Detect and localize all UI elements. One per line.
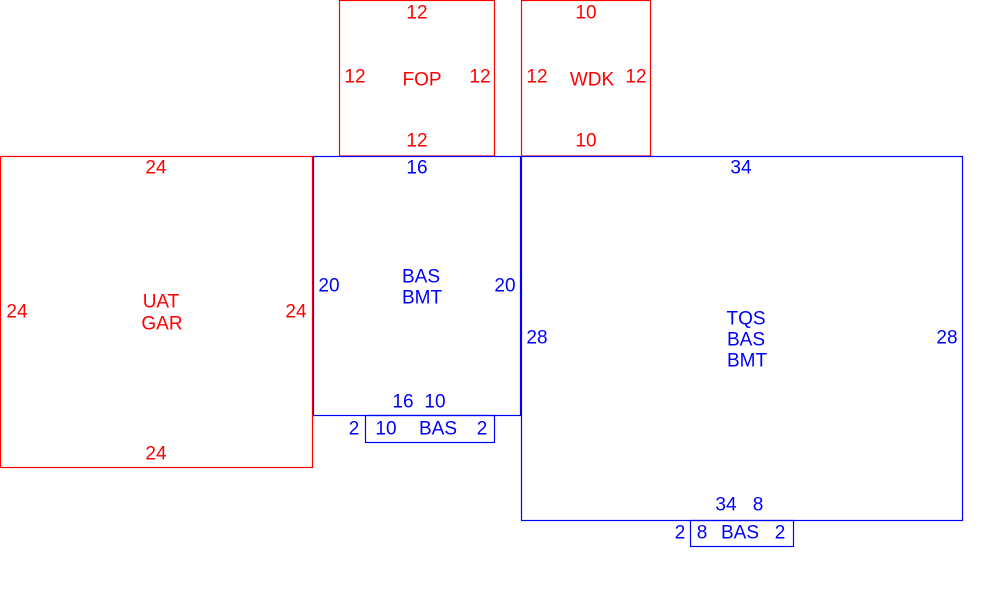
tqs-right-dim: 28 xyxy=(936,328,957,349)
bas-bmt-right-dim: 20 xyxy=(494,276,515,297)
bas-small-2-top-dim: 8 xyxy=(697,523,708,544)
wdk-left-dim: 12 xyxy=(526,67,547,88)
fop-label: FOP xyxy=(402,70,441,91)
bas-small-2-right-dim: 2 xyxy=(775,523,786,544)
garage-bottom-dim: 24 xyxy=(145,444,167,465)
tqs-top-dim: 34 xyxy=(730,158,752,179)
fop-top-dim: 12 xyxy=(406,3,427,24)
tqs-bottom-dim-b: 8 xyxy=(753,495,764,516)
bas-bmt-left-dim: 20 xyxy=(318,276,339,297)
bas-small-1-label: BAS xyxy=(419,419,457,440)
bas-small-1-top-dim: 10 xyxy=(375,419,396,440)
wdk-label: WDK xyxy=(570,70,615,91)
tqs-left-dim: 28 xyxy=(526,328,547,349)
bas-small-1-left-dim: 2 xyxy=(349,419,360,440)
wdk-top-dim: 10 xyxy=(575,3,596,24)
bas-small-1-right-dim: 2 xyxy=(477,419,488,440)
garage-top-dim: 24 xyxy=(145,158,167,179)
garage-outline xyxy=(0,155,314,469)
garage-left-dim: 24 xyxy=(6,302,28,323)
bas-small-1-outline xyxy=(364,414,496,444)
bas-bmt-bottom-dim-a: 16 xyxy=(392,392,413,413)
tqs-bottom-dim-a: 34 xyxy=(715,495,737,516)
garage-right-dim: 24 xyxy=(285,302,307,323)
fop-right-dim: 12 xyxy=(469,67,490,88)
tqs-label-2: BAS xyxy=(727,330,765,351)
bas-bmt-label-1: BAS xyxy=(402,267,440,288)
bas-bmt-top-dim: 16 xyxy=(406,158,427,179)
bas-small-2-label: BAS xyxy=(721,523,759,544)
bas-small-2-outline xyxy=(689,519,795,548)
bas-bmt-label-2: BMT xyxy=(402,288,443,309)
fop-left-dim: 12 xyxy=(344,67,365,88)
garage-label-1: UAT xyxy=(143,292,180,313)
garage-label-2: GAR xyxy=(141,314,182,335)
bas-small-2-left-dim: 2 xyxy=(675,523,686,544)
fop-bottom-dim: 12 xyxy=(406,131,427,152)
tqs-label-1: TQS xyxy=(726,309,765,330)
bas-bmt-bottom-dim-b: 10 xyxy=(424,392,445,413)
wdk-bottom-dim: 10 xyxy=(575,131,596,152)
tqs-label-3: BMT xyxy=(727,351,768,372)
wdk-right-dim: 12 xyxy=(625,67,646,88)
